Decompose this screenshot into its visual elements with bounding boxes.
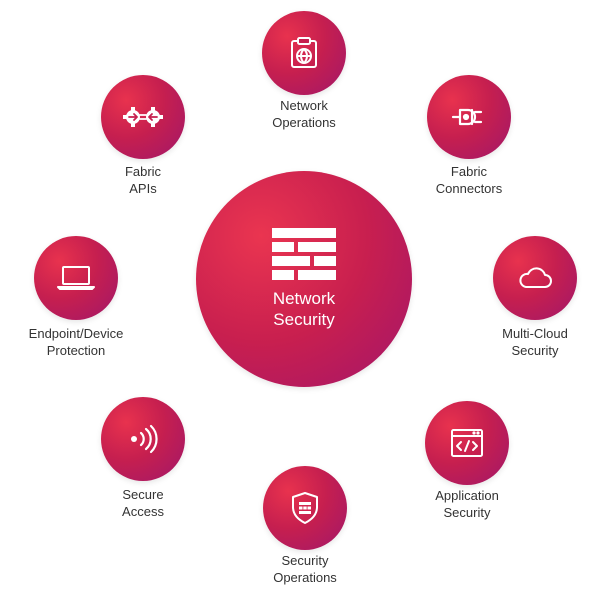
node-fabric-connectors (427, 75, 511, 159)
node-label-line1: Security (281, 553, 329, 568)
plug-connector-icon (451, 108, 483, 126)
node-label-line1: Endpoint/Device (28, 326, 124, 341)
node-label-line1: Secure (122, 487, 164, 502)
label-secure-access: Secure Access (122, 486, 164, 520)
laptop-icon (57, 266, 95, 290)
node-label-line1: Multi-Cloud (502, 326, 568, 341)
node-label-line2: Operations (272, 115, 336, 130)
wireless-signal-icon (131, 424, 158, 454)
node-label-line2: Security (511, 343, 559, 358)
node-fabric-apis (101, 75, 185, 159)
code-window-icon (451, 429, 483, 457)
node-security-operations (263, 466, 347, 550)
label-application-security: Application Security (435, 487, 499, 521)
label-fabric-connectors: Fabric Connectors (436, 163, 502, 197)
node-label-line2: Connectors (435, 181, 503, 196)
node-label-line1: Fabric (124, 164, 162, 179)
cloud-icon (519, 267, 552, 288)
node-multi-cloud-security (493, 236, 577, 320)
shield-fortinet-icon (292, 492, 318, 524)
node-label-line1: Fabric (450, 164, 488, 179)
label-network-operations: Network Operations (272, 97, 336, 131)
center-label-line1: Network (272, 289, 336, 308)
node-label-line1: Network (280, 98, 328, 113)
center-label: Network Security (273, 288, 335, 330)
node-label-line2: Protection (46, 343, 106, 358)
center-circle: Network Security (196, 171, 412, 387)
firewall-brick-icon (272, 228, 336, 280)
gears-arrows-icon (123, 107, 163, 127)
node-application-security (425, 401, 509, 485)
node-label-line2: Security (443, 505, 491, 520)
node-label-line2: Access (122, 504, 164, 519)
node-label-line2: Operations (273, 570, 337, 585)
label-fabric-apis: Fabric APIs (125, 163, 161, 197)
label-endpoint-device-protection: Endpoint/Device Protection (29, 325, 124, 359)
node-label-line2: APIs (129, 181, 157, 196)
node-secure-access (101, 397, 185, 481)
clipboard-globe-icon (291, 37, 317, 68)
node-endpoint-device-protection (34, 236, 118, 320)
label-multi-cloud-security: Multi-Cloud Security (502, 325, 568, 359)
node-label-line1: Application (435, 488, 499, 503)
label-security-operations: Security Operations (273, 552, 337, 586)
node-network-operations (262, 11, 346, 95)
center-label-line2: Security (273, 310, 335, 329)
